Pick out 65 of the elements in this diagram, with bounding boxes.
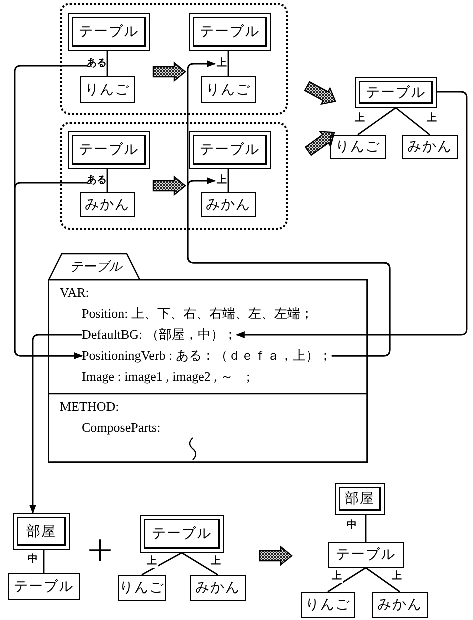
relation-label: ある — [87, 57, 107, 71]
tab-label: テーブル — [70, 259, 122, 276]
connector-line — [43, 550, 45, 573]
block-arrow — [152, 176, 186, 196]
edge-label: 上 — [391, 571, 403, 583]
framed-box: 部屋 — [13, 513, 70, 550]
word-box: テーブル — [328, 542, 404, 568]
block-arrow — [304, 131, 336, 156]
framed-box: テーブル — [189, 131, 271, 169]
declaration-text: PositioningVerb : ある：（ｄｅｆａ，上）； — [82, 347, 332, 365]
edge-label: 上 — [354, 113, 366, 125]
block-arrow — [152, 62, 186, 82]
arrow — [14, 182, 87, 360]
declaration-text: DefaultBG: （部屋，中）； — [82, 326, 237, 344]
declaration-text: METHOD: — [60, 398, 120, 416]
connector-line — [396, 107, 430, 136]
arrow — [236, 91, 468, 338]
word-box: みかん — [402, 135, 458, 159]
word-box: りんご — [80, 76, 135, 103]
framed-box: テーブル — [355, 77, 437, 108]
edge-label: 中 — [346, 520, 358, 532]
connector-line — [142, 552, 182, 576]
block-arrow — [304, 81, 336, 106]
class-card — [48, 253, 368, 463]
connector-line — [358, 107, 396, 136]
arrow — [187, 178, 391, 357]
declaration-text: Position: 上、下、右、右端、左、左端； — [82, 305, 314, 323]
word-box: りんご — [118, 575, 166, 601]
word-box: みかん — [372, 592, 428, 618]
connector-line — [228, 51, 230, 76]
connector-line — [366, 567, 400, 593]
framed-box: 部屋 — [335, 483, 385, 515]
connector-line — [365, 515, 367, 542]
connector-line — [228, 169, 230, 192]
word-box: りんご — [330, 135, 386, 159]
block-arrow — [259, 546, 293, 566]
word-box: みかん — [190, 575, 246, 601]
edge-label: 上 — [426, 113, 438, 125]
arrow — [30, 334, 82, 514]
framed-box: テーブル — [68, 13, 150, 51]
plus-sign: + — [86, 533, 114, 567]
edge-label: 上 — [210, 556, 222, 568]
connector-line — [106, 169, 108, 192]
declaration-text: ComposeParts: — [82, 419, 161, 437]
word-box: りんご — [301, 592, 355, 618]
edge-label: 上 — [146, 556, 158, 568]
relation-label: 上 — [215, 174, 229, 188]
declaration-text: VAR: — [60, 284, 90, 302]
connector-line — [182, 552, 218, 576]
word-box: みかん — [80, 192, 135, 217]
word-box: テーブル — [8, 573, 80, 600]
relation-label: 上 — [215, 57, 229, 71]
group-frame — [60, 122, 288, 230]
declaration-text: Image : image1 , image2 , ～ ; — [82, 368, 250, 386]
connector-line — [328, 567, 366, 593]
word-box: りんご — [201, 76, 256, 103]
framed-box: テーブル — [140, 515, 224, 553]
relation-label: ある — [87, 174, 107, 188]
framed-box: テーブル — [189, 13, 271, 51]
group-frame — [60, 3, 288, 115]
connector-line — [106, 51, 108, 76]
framed-box: テーブル — [68, 131, 150, 169]
edge-label: 上 — [331, 571, 343, 583]
edge-label: 中 — [27, 554, 39, 566]
word-box: みかん — [201, 192, 256, 217]
